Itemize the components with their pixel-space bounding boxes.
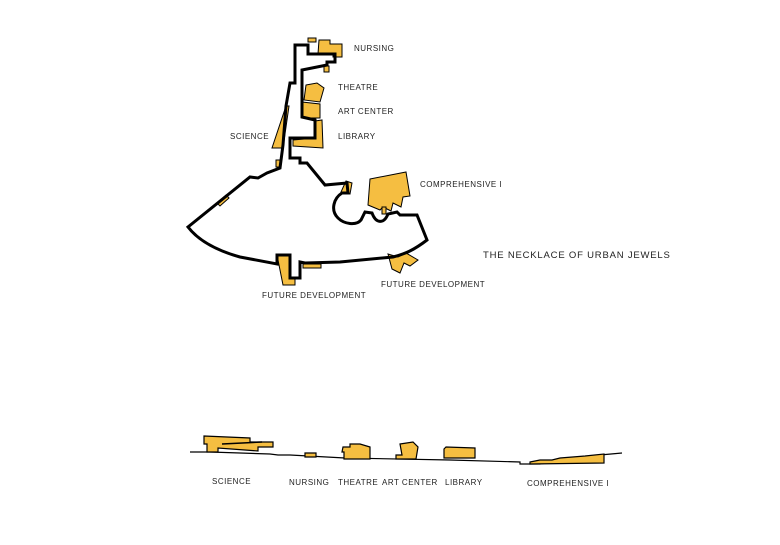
building-comprehensive [367, 171, 411, 212]
label-future-development-1: FUTURE DEVELOPMENT [262, 291, 367, 300]
building-future-dev-1 [276, 254, 296, 286]
label-nursing: NURSING [354, 44, 395, 53]
label-future-development-2: FUTURE DEVELOPMENT [381, 280, 486, 289]
section-label-art-center: ART CENTER [382, 478, 438, 487]
label-theatre: THEATRE [338, 83, 379, 92]
section-label-library: LIBRARY [445, 478, 483, 487]
section-science [203, 435, 274, 453]
building-library [292, 119, 324, 149]
site-section [190, 435, 623, 465]
section-comprehensive [529, 453, 605, 465]
building-comprehensive-annex [381, 206, 387, 215]
section-nursing [304, 452, 317, 458]
section-link [221, 441, 263, 445]
section-theatre [341, 443, 371, 460]
building-theatre [303, 82, 325, 103]
building-future-dev-1b [302, 263, 322, 269]
label-library: LIBRARY [338, 132, 376, 141]
building-nursing [307, 37, 317, 43]
label-art-center: ART CENTER [338, 107, 394, 116]
section-library [443, 446, 476, 459]
necklace-path [185, 43, 429, 280]
building-art-center [301, 101, 321, 119]
label-comprehensive: COMPREHENSIVE I [420, 180, 503, 189]
diagram-title: THE NECKLACE OF URBAN JEWELS [483, 250, 671, 261]
section-label-science: SCIENCE [212, 477, 252, 486]
label-science: SCIENCE [230, 132, 270, 141]
section-label-theatre: THEATRE [338, 478, 379, 487]
section-label-comprehensive: COMPREHENSIVE I [527, 479, 610, 488]
section-label-nursing: NURSING [289, 478, 330, 487]
section-art-center [395, 441, 419, 460]
